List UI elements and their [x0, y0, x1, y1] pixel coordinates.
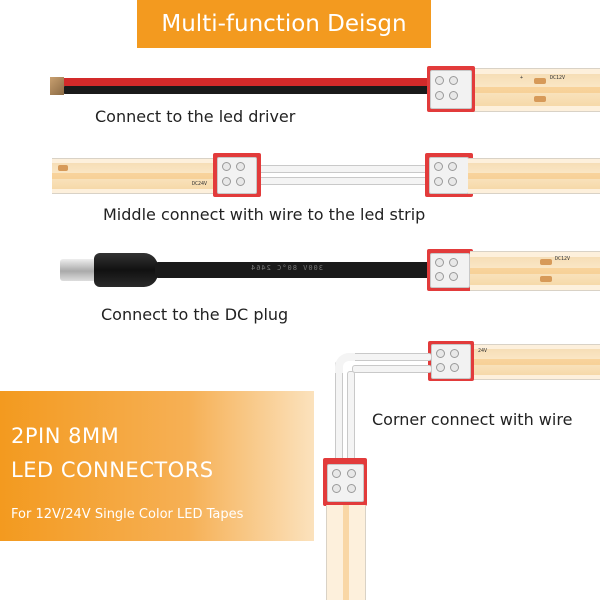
bare-wire-tips	[50, 77, 64, 95]
caption-middle: Middle connect with wire to the led stri…	[103, 205, 426, 224]
led-strip-horizontal: 24V	[470, 344, 600, 380]
corner-wire-h1	[348, 353, 432, 361]
corner-wire-v2	[347, 371, 355, 463]
corner-bend	[335, 353, 355, 373]
red-wire	[60, 78, 432, 86]
dc-plug-barrel	[60, 259, 96, 281]
led-strip: + DC12V	[470, 68, 600, 112]
connector	[425, 153, 473, 197]
corner-wire-h2	[352, 365, 432, 373]
led-strip-right	[468, 158, 600, 194]
led-strip: DC12V	[470, 251, 600, 291]
connector	[427, 249, 473, 291]
caption-corner: Corner connect with wire	[372, 410, 573, 429]
corner-wire-v1	[335, 361, 343, 463]
led-strip-left: DC24V	[52, 158, 220, 194]
cable-print: 300V 80°C 2464	[250, 264, 324, 272]
dc-cable	[155, 262, 430, 278]
promo-line-1: 2PIN 8MM	[11, 424, 120, 448]
title-text: Multi-function Deisgn	[161, 11, 407, 37]
connector	[428, 341, 474, 381]
caption-dc: Connect to the DC plug	[101, 305, 289, 324]
white-wire-bottom	[258, 177, 430, 185]
connector	[427, 66, 475, 112]
connector	[323, 458, 367, 506]
white-wire-top	[258, 165, 430, 173]
connector	[213, 153, 261, 197]
promo-line-3: For 12V/24V Single Color LED Tapes	[11, 507, 244, 522]
caption-driver: Connect to the led driver	[95, 107, 296, 126]
promo-banner	[0, 391, 314, 541]
led-strip-vertical	[326, 505, 366, 600]
promo-line-2: LED CONNECTORS	[11, 458, 214, 482]
dc-plug-body	[94, 253, 158, 287]
title-banner: Multi-function Deisgn	[137, 0, 431, 48]
black-wire	[62, 86, 432, 94]
